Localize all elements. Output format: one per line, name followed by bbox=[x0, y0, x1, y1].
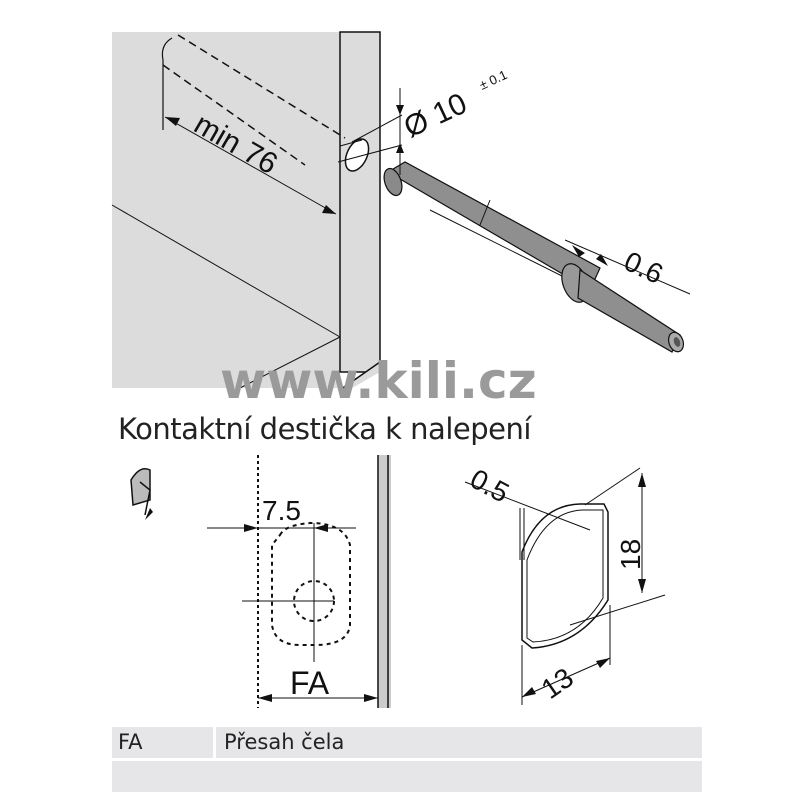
watermark: www.kili.cz bbox=[220, 352, 537, 410]
dim-height-label: 18 bbox=[615, 539, 646, 570]
apply-icon bbox=[130, 468, 153, 520]
push-pin bbox=[383, 161, 685, 353]
dim-diameter-label: Ø 10 bbox=[399, 87, 472, 144]
legend-empty bbox=[112, 761, 702, 792]
legend-description: Přesah čela bbox=[224, 730, 345, 754]
legend-table: FA Přesah čela bbox=[112, 727, 702, 795]
dim-diameter-tolerance: ± 0.1 bbox=[477, 67, 509, 93]
dim-gap-label: 0.6 bbox=[619, 245, 667, 290]
cabinet-panel: min 76 bbox=[111, 31, 381, 395]
table-row bbox=[112, 761, 702, 792]
contact-plate: 0.5 18 13 bbox=[464, 463, 666, 705]
dim-thickness-label: 0.5 bbox=[465, 463, 514, 509]
dim-offset-label: 7.5 bbox=[262, 495, 301, 526]
dim-fa-label: FA bbox=[290, 665, 330, 701]
table-row: FA Přesah čela bbox=[112, 727, 702, 758]
dim-width-label: 13 bbox=[536, 662, 579, 705]
section-title: Kontaktní destička k nalepení bbox=[118, 412, 531, 446]
legend-code: FA bbox=[112, 727, 216, 758]
mounting-plan: 7.5 FA bbox=[207, 455, 391, 708]
